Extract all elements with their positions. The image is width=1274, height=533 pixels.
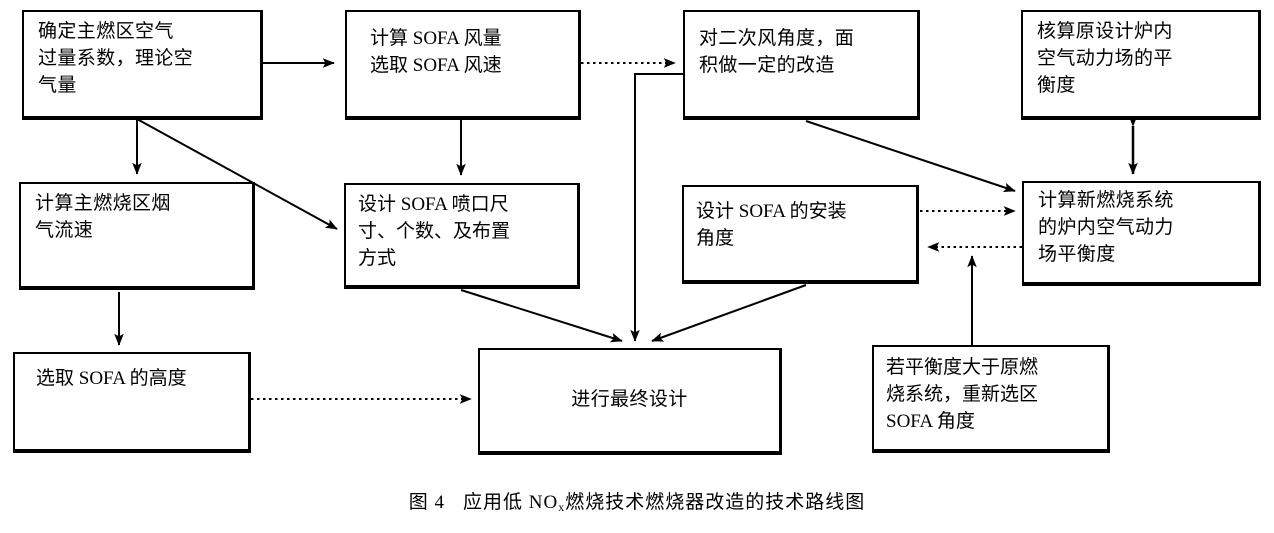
node-calc-flue-gas-velocity[interactable]: 计算主燃烧区烟 气流速 (19, 182, 255, 290)
node-modify-secondary-air[interactable]: 对二次风角度，面 积做一定的改造 (683, 10, 920, 120)
node-label: 对二次风角度，面 积做一定的改造 (699, 28, 855, 76)
node-check-original-balance[interactable]: 核算原设计炉内 空气动力场的平 衡度 (1021, 10, 1261, 120)
edge-n7-n10 (651, 284, 807, 342)
node-design-sofa-angle[interactable]: 设计 SOFA 的安装 角度 (682, 185, 919, 284)
node-label: 计算新燃烧系统 的炉内空气动力 场平衡度 (1038, 190, 1174, 265)
edge-n6-n10 (460, 289, 623, 343)
edge-n3-n8 (805, 120, 1016, 192)
figure-number: 图 4 (408, 492, 446, 513)
figure-caption: 图 4 应用低 NOx燃烧技术燃烧器改造的技术路线图 (0, 487, 1274, 514)
node-calc-new-system-balance[interactable]: 计算新燃烧系统 的炉内空气动力 场平衡度 (1022, 181, 1261, 286)
node-final-design[interactable]: 进行最终设计 (478, 348, 782, 455)
node-calc-sofa-airflow[interactable]: 计算 SOFA 风量 选取 SOFA 风速 (345, 10, 581, 120)
node-label: 设计 SOFA 的安装 角度 (696, 201, 847, 249)
node-design-sofa-nozzle[interactable]: 设计 SOFA 喷口尺 寸、个数、及布置 方式 (344, 183, 580, 289)
node-rebalance-condition[interactable]: 若平衡度大于原燃 烧系统，重新选区 SOFA 角度 (872, 345, 1110, 453)
caption-subscript: x (558, 500, 566, 514)
node-label: 进行最终设计 (571, 389, 688, 411)
node-label: 设计 SOFA 喷口尺 寸、个数、及布置 方式 (358, 194, 511, 269)
node-determine-excess-air[interactable]: 确定主燃区空气 过量系数，理论空 气量 (22, 10, 263, 120)
node-label: 计算 SOFA 风量 选取 SOFA 风速 (370, 28, 502, 76)
caption-text-after: 燃烧技术燃烧器改造的技术路线图 (565, 492, 866, 513)
node-label: 核算原设计炉内 空气动力场的平 衡度 (1037, 21, 1173, 96)
caption-text-before: 应用低 NO (463, 492, 559, 513)
node-label: 选取 SOFA 的高度 (36, 368, 187, 389)
node-label: 确定主燃区空气 过量系数，理论空 气量 (38, 21, 194, 96)
node-select-sofa-height[interactable]: 选取 SOFA 的高度 (13, 352, 251, 453)
node-label: 计算主燃烧区烟 气流速 (35, 193, 171, 241)
edge-n3-n10 (630, 73, 683, 342)
node-label: 若平衡度大于原燃 烧系统，重新选区 SOFA 角度 (886, 357, 1039, 432)
